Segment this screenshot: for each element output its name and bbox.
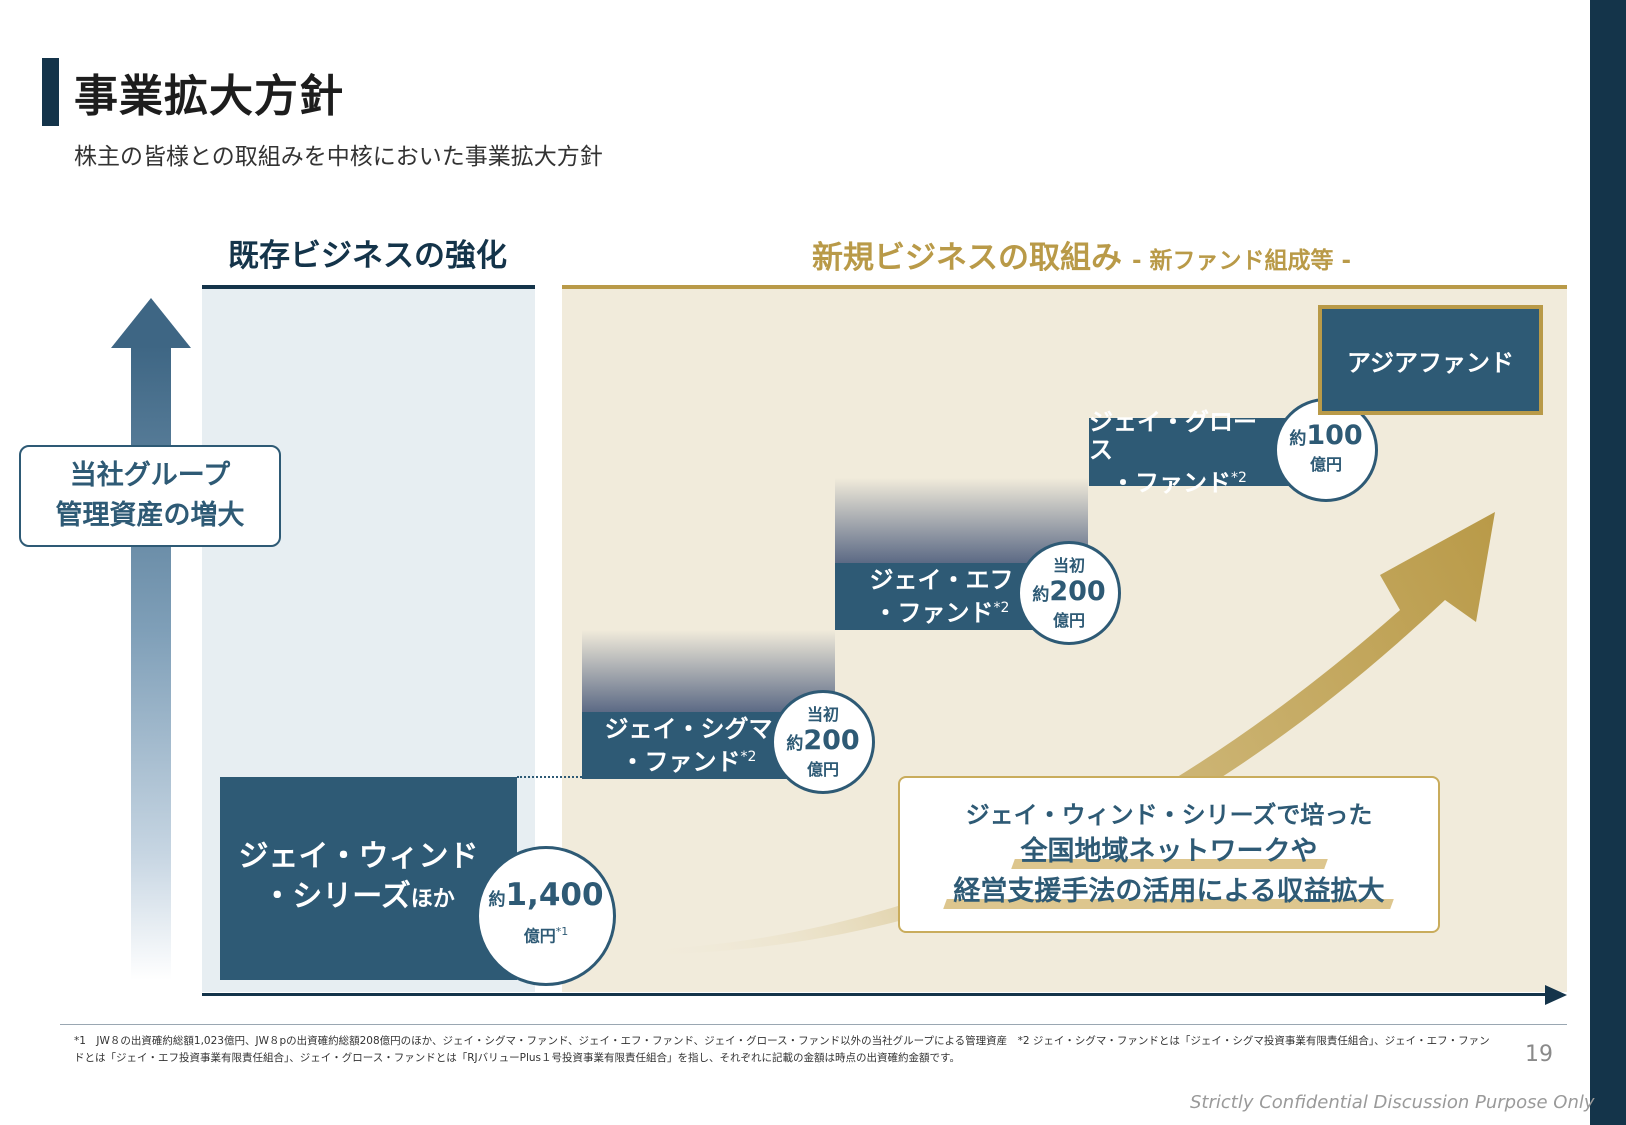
existing-business-header: 既存ビジネスの強化 <box>228 238 507 274</box>
j-sigma-unit: 億円 <box>806 759 839 779</box>
j-f-line1: ジェイ・エフ <box>869 566 1014 594</box>
callout-line2: 全国地域ネットワークや <box>1013 832 1326 872</box>
j-sigma-line2: ・ファンド*2 <box>621 743 757 776</box>
j-sigma-note: *2 <box>740 749 757 765</box>
callout-line1: ジェイ・ウィンド・シリーズで培った <box>965 800 1373 829</box>
j-wind-unit-text: 億円 <box>523 926 556 946</box>
j-f-note: *2 <box>993 600 1010 616</box>
j-growth-line2-text: ・ファンド <box>1111 468 1232 497</box>
j-sigma-line2-text: ・ファンド <box>620 748 741 776</box>
asia-fund-box: アジアファンド <box>1318 305 1543 415</box>
asia-fund-label: アジアファンド <box>1346 348 1515 377</box>
dotted-connector <box>517 776 582 778</box>
j-growth-amount: 約100 <box>1289 419 1363 452</box>
new-header-underline <box>562 285 1567 289</box>
j-wind-amount-value: 1,400 <box>505 877 604 914</box>
j-sigma-amount-value: 200 <box>803 724 860 756</box>
new-business-header: 新規ビジネスの取組み - 新ファンド組成等 - <box>812 232 1351 277</box>
callout-line3: 経営支援手法の活用による収益拡大 <box>945 872 1392 912</box>
j-growth-amount-circle: 約100 億円 <box>1274 398 1378 502</box>
aum-label-line2: 管理資産の増大 <box>55 500 245 531</box>
j-wind-amount-unit: 億円*1 <box>524 916 569 952</box>
j-wind-amount-circle: 約1,400 億円*1 <box>476 846 616 986</box>
j-f-line2-text: ・ファンド <box>873 599 994 627</box>
new-business-header-main: 新規ビジネスの取組み <box>812 240 1122 276</box>
j-wind-line2-main: ・シリーズ <box>262 879 411 914</box>
vertical-growth-arrow-shaft <box>131 345 171 980</box>
j-wind-amount-prefix: 約 <box>488 890 506 911</box>
j-sigma-amount-circle: 当初 約200 億円 <box>771 690 875 794</box>
j-growth-line2: ・ファンド*2 <box>1111 464 1247 497</box>
footnote-divider <box>60 1024 1567 1025</box>
j-growth-unit: 億円 <box>1309 454 1342 474</box>
page-title: 事業拡大方針 <box>74 71 344 122</box>
j-sigma-initial: 当初 <box>806 704 839 724</box>
revenue-expansion-callout: ジェイ・ウィンド・シリーズで培った 全国地域ネットワークや 経営支援手法の活用に… <box>898 776 1440 933</box>
j-sigma-amount: 約200 <box>786 724 860 757</box>
j-wind-note: *1 <box>555 925 569 939</box>
j-wind-series-box: ジェイ・ウィンド ・シリーズほか <box>220 777 517 980</box>
vertical-growth-arrow-head <box>111 298 191 348</box>
j-growth-line1: ジェイ・グロース <box>1089 407 1257 464</box>
j-sigma-line1: ジェイ・シグマ <box>604 715 773 743</box>
j-growth-amount-value: 100 <box>1306 419 1363 451</box>
j-wind-line2: ・シリーズほか <box>262 877 455 920</box>
j-f-amount-prefix: 約 <box>1032 584 1050 605</box>
j-f-unit: 億円 <box>1052 610 1085 630</box>
j-f-initial: 当初 <box>1052 555 1085 575</box>
existing-header-underline <box>202 285 535 289</box>
j-f-amount: 約200 <box>1032 575 1106 608</box>
horizontal-axis-arrowhead <box>1545 985 1567 1005</box>
j-wind-line2-small: ほか <box>410 887 455 912</box>
aum-growth-label: 当社グループ 管理資産の増大 <box>19 445 281 547</box>
j-f-line2: ・ファンド*2 <box>874 594 1010 627</box>
j-wind-amount: 約1,400 <box>488 879 603 916</box>
j-growth-note: *2 <box>1231 469 1247 486</box>
j-wind-line1: ジェイ・ウィンド <box>238 839 479 874</box>
j-sigma-amount-prefix: 約 <box>786 733 804 754</box>
page-subtitle: 株主の皆様との取組みを中核においた事業拡大方針 <box>74 144 603 170</box>
aum-label-line1: 当社グループ <box>69 460 231 491</box>
j-growth-amount-prefix: 約 <box>1289 428 1307 449</box>
title-accent-bar <box>42 58 59 126</box>
footnote: *1 JW８の出資確約総額1,023億円、JW８pの出資確約総額208億円のほか… <box>74 1035 1490 1064</box>
j-f-amount-value: 200 <box>1049 575 1106 607</box>
right-edge-bar <box>1590 0 1626 1125</box>
j-f-amount-circle: 当初 約200 億円 <box>1017 541 1121 645</box>
horizontal-time-axis <box>202 993 1547 996</box>
page-number: 19 <box>1525 1042 1553 1067</box>
new-business-header-sub: - 新ファンド組成等 - <box>1132 248 1352 274</box>
confidential-notice: Strictly Confidential Discussion Purpose… <box>1190 1092 1595 1113</box>
